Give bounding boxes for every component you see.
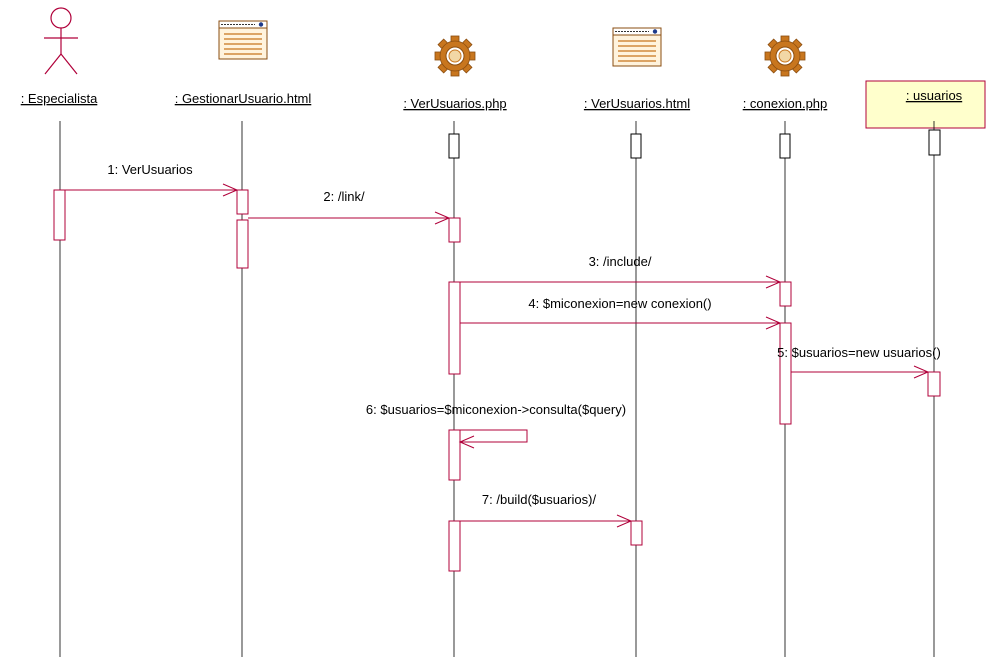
message-label-3: 3: /include/ — [589, 254, 652, 269]
message-1[interactable] — [65, 183, 239, 197]
message-label-5: 5: $usuarios=new usuarios() — [777, 345, 941, 360]
object-box — [865, 80, 986, 129]
activation-conexion-1 — [779, 281, 792, 307]
messages — [65, 183, 930, 528]
activations — [53, 129, 941, 572]
activation-verphp-3 — [448, 429, 461, 481]
participant-ver-usuarios-html[interactable]: : VerUsuarios.html — [584, 27, 690, 111]
activation-conexion-head — [779, 133, 791, 159]
participant-label: : usuarios — [906, 88, 963, 103]
activation-verphp-head — [448, 133, 460, 159]
message-2[interactable] — [248, 211, 451, 225]
activation-especialista — [53, 189, 66, 241]
arrowhead-icon — [765, 316, 782, 330]
gear-icon — [434, 35, 476, 77]
message-label-4: 4: $miconexion=new conexion() — [528, 296, 711, 311]
message-label-2: 2: /link/ — [323, 189, 365, 204]
message-labels: 1: VerUsuarios 2: /link/ 3: /include/ 4:… — [107, 162, 940, 507]
activation-verphp-1 — [448, 217, 461, 243]
message-5[interactable] — [791, 365, 930, 379]
activation-usuarios — [927, 371, 941, 397]
activation-conexion-2 — [779, 322, 792, 425]
message-4[interactable] — [460, 316, 782, 330]
actor-icon — [44, 7, 78, 75]
participant-label: : GestionarUsuario.html — [175, 91, 312, 106]
activation-usuarios-head — [928, 129, 941, 156]
message-label-7: 7: /build($usuarios)/ — [482, 492, 597, 507]
arrowhead-icon — [458, 435, 475, 449]
activation-gestionar-2 — [236, 219, 249, 269]
message-3[interactable] — [460, 275, 782, 289]
message-7[interactable] — [460, 514, 633, 528]
arrowhead-icon — [222, 183, 239, 197]
gear-icon — [764, 35, 806, 77]
activation-verphp-4 — [448, 520, 461, 572]
message-label-1: 1: VerUsuarios — [107, 162, 193, 177]
participant-gestionar-usuario-html[interactable]: : GestionarUsuario.html — [175, 20, 312, 106]
participant-label: : Especialista — [21, 91, 98, 106]
html-page-icon — [218, 20, 268, 60]
message-label-6: 6: $usuarios=$miconexion->consulta($quer… — [366, 402, 626, 417]
participant-conexion-php[interactable]: : conexion.php — [743, 35, 828, 111]
activation-verhtml — [630, 520, 643, 546]
activation-gestionar-1 — [236, 189, 249, 215]
participant-ver-usuarios-php[interactable]: : VerUsuarios.php — [403, 35, 507, 111]
participant-label: : VerUsuarios.html — [584, 96, 690, 111]
participant-label: : VerUsuarios.php — [403, 96, 506, 111]
arrowhead-icon — [765, 275, 782, 289]
message-6[interactable] — [458, 429, 528, 449]
html-page-icon — [612, 27, 662, 67]
arrowhead-icon — [434, 211, 451, 225]
participant-usuarios[interactable]: : usuarios — [865, 80, 986, 129]
participant-label: : conexion.php — [743, 96, 828, 111]
activation-verphp-2 — [448, 281, 461, 375]
activation-verhtml-head — [630, 133, 642, 159]
lifelines — [59, 121, 935, 657]
arrowhead-icon — [913, 365, 930, 379]
arrowhead-icon — [616, 514, 633, 528]
participant-especialista[interactable]: : Especialista — [21, 7, 98, 106]
